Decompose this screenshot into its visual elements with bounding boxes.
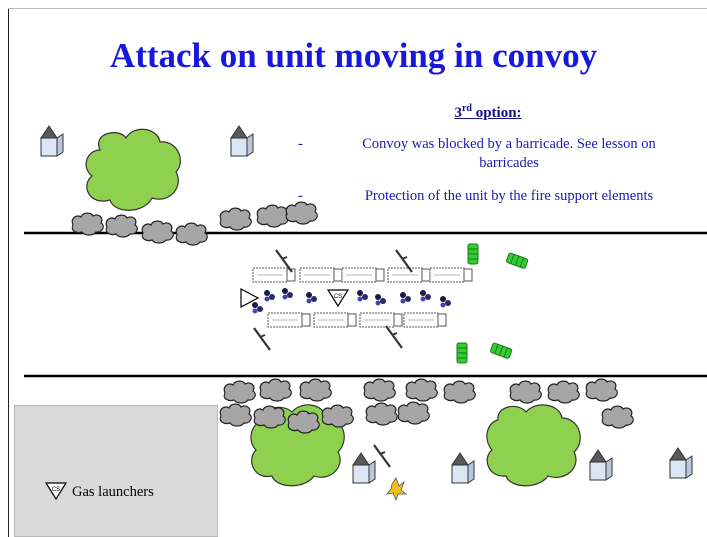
smoke-cloud-icon xyxy=(443,380,476,404)
rifle-icon xyxy=(252,326,272,352)
convoy-truck-icon xyxy=(299,267,343,283)
convoy-truck-icon xyxy=(267,312,311,328)
smoke-cloud-icon xyxy=(71,212,104,236)
soldier-group-icon xyxy=(400,292,411,304)
soldier-group-icon xyxy=(420,290,431,302)
soldier-group-icon xyxy=(375,294,386,306)
smoke-cloud-icon xyxy=(287,410,320,434)
smoke-cloud-icon xyxy=(256,204,289,228)
option-heading: 3rd option: xyxy=(418,103,558,122)
smoke-cloud-icon xyxy=(223,380,256,404)
green-vehicle-icon xyxy=(505,252,529,270)
rifle-icon xyxy=(384,324,404,350)
smoke-cloud-icon xyxy=(547,380,580,404)
legend-box xyxy=(14,405,218,537)
convoy-truck-icon xyxy=(252,267,296,283)
smoke-cloud-icon xyxy=(397,401,430,425)
smoke-cloud-icon xyxy=(105,214,138,238)
bullet-text: Protection of the unit by the fire suppo… xyxy=(364,188,654,204)
soldier-group-icon xyxy=(252,302,263,314)
smoke-cloud-icon xyxy=(509,380,542,404)
rifle-icon xyxy=(372,443,392,469)
convoy-truck-icon xyxy=(313,312,357,328)
green-vehicle-icon xyxy=(489,342,513,360)
green-vehicle-icon xyxy=(456,342,468,364)
smoke-cloud-icon xyxy=(585,378,618,402)
smoke-cloud-icon xyxy=(365,402,398,426)
smoke-cloud-icon xyxy=(219,207,252,231)
soldier-group-icon xyxy=(440,296,451,308)
slide-top-border xyxy=(8,8,707,9)
convoy-truck-icon xyxy=(341,267,385,283)
house-icon xyxy=(669,447,693,479)
smoke-cloud-icon xyxy=(175,222,208,246)
bullet-dash: - xyxy=(298,136,303,152)
gas-launcher-icon xyxy=(240,288,260,308)
option-ordinal: 3 xyxy=(454,105,462,121)
soldier-group-icon xyxy=(357,290,368,302)
convoy-truck-icon xyxy=(387,267,431,283)
bush-icon xyxy=(486,404,581,487)
soldier-group-icon xyxy=(282,288,293,300)
smoke-cloud-icon xyxy=(405,378,438,402)
bush-icon xyxy=(85,128,181,211)
house-icon xyxy=(589,449,613,481)
option-word: option: xyxy=(475,105,522,121)
bullet-line: Convoy was blocked by a barricade. See l… xyxy=(362,136,656,152)
option-ordinal-suffix: rd xyxy=(461,103,472,114)
bullet-line: barricades xyxy=(479,155,539,171)
smoke-cloud-icon xyxy=(285,201,318,225)
house-icon xyxy=(230,125,254,157)
gas-launcher-icon xyxy=(45,482,67,500)
smoke-cloud-icon xyxy=(259,378,292,402)
smoke-cloud-icon xyxy=(253,405,286,429)
bullet-fire-support: - Protection of the unit by the fire sup… xyxy=(298,187,698,207)
bullet-dash: - xyxy=(298,188,303,204)
slide-left-border xyxy=(8,8,9,537)
bullet-text: Convoy was blocked by a barricade. See l… xyxy=(320,135,698,173)
smoke-cloud-icon xyxy=(299,378,332,402)
slide-title: Attack on unit moving in convoy xyxy=(109,36,598,75)
house-icon xyxy=(352,452,376,484)
smoke-cloud-icon xyxy=(141,220,174,244)
green-vehicle-icon xyxy=(467,243,479,265)
house-icon xyxy=(451,452,475,484)
smoke-cloud-icon xyxy=(219,403,252,427)
gas-launcher-icon xyxy=(327,289,349,307)
smoke-cloud-icon xyxy=(321,404,354,428)
house-icon xyxy=(40,125,64,157)
convoy-truck-icon xyxy=(359,312,403,328)
smoke-cloud-icon xyxy=(363,378,396,402)
convoy-truck-icon xyxy=(429,267,473,283)
bullet-convoy-blocked: - Convoy was blocked by a barricade. See… xyxy=(298,135,698,175)
explosion-icon xyxy=(386,477,408,502)
smoke-cloud-icon xyxy=(601,405,634,429)
convoy-truck-icon xyxy=(403,312,447,328)
soldier-group-icon xyxy=(306,292,317,304)
legend-label: Gas launchers xyxy=(72,484,154,500)
soldier-group-icon xyxy=(264,290,275,302)
